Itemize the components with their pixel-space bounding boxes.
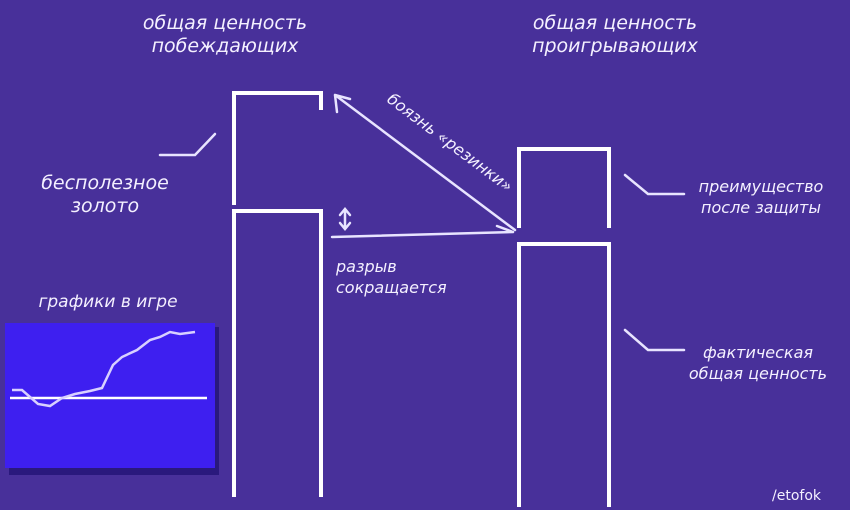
ingame-graph-label: графики в игре <box>38 292 178 312</box>
actual-leader <box>623 328 686 352</box>
label-line: бесполезное <box>41 172 169 194</box>
label-line: общая ценность <box>688 364 828 383</box>
gap-double-arrow-icon <box>338 207 352 231</box>
graph-curve <box>12 330 196 408</box>
label-line: проигрывающих <box>532 35 698 57</box>
losers-bonus-bar <box>517 147 611 228</box>
useless-gold-leader <box>158 132 217 157</box>
winners-bonus-bar <box>232 91 323 205</box>
winners-actual-bar <box>232 209 323 497</box>
gap-line <box>330 224 515 239</box>
label-line: общая ценность <box>142 12 308 34</box>
actual-total-label: фактическая общая ценность <box>668 342 848 384</box>
credit: /etofok <box>772 488 821 504</box>
label-line: после защиты <box>701 198 821 217</box>
label-line: разрыв <box>336 257 397 276</box>
rubber-band-arrow <box>333 93 517 232</box>
label-line: фактическая <box>702 343 814 362</box>
label-line: преимущество <box>698 177 824 196</box>
losers-actual-bar <box>517 242 611 507</box>
gap-label: разрыв сокращается <box>336 256 447 298</box>
defense-advantage-label: преимущество после защиты <box>676 176 846 218</box>
label-line: побеждающих <box>151 35 299 57</box>
defense-leader <box>623 173 686 196</box>
label-line: золото <box>70 195 140 217</box>
ingame-graph-panel <box>5 323 219 475</box>
label-line: общая ценность <box>532 12 698 34</box>
label-line: сокращается <box>336 278 447 297</box>
